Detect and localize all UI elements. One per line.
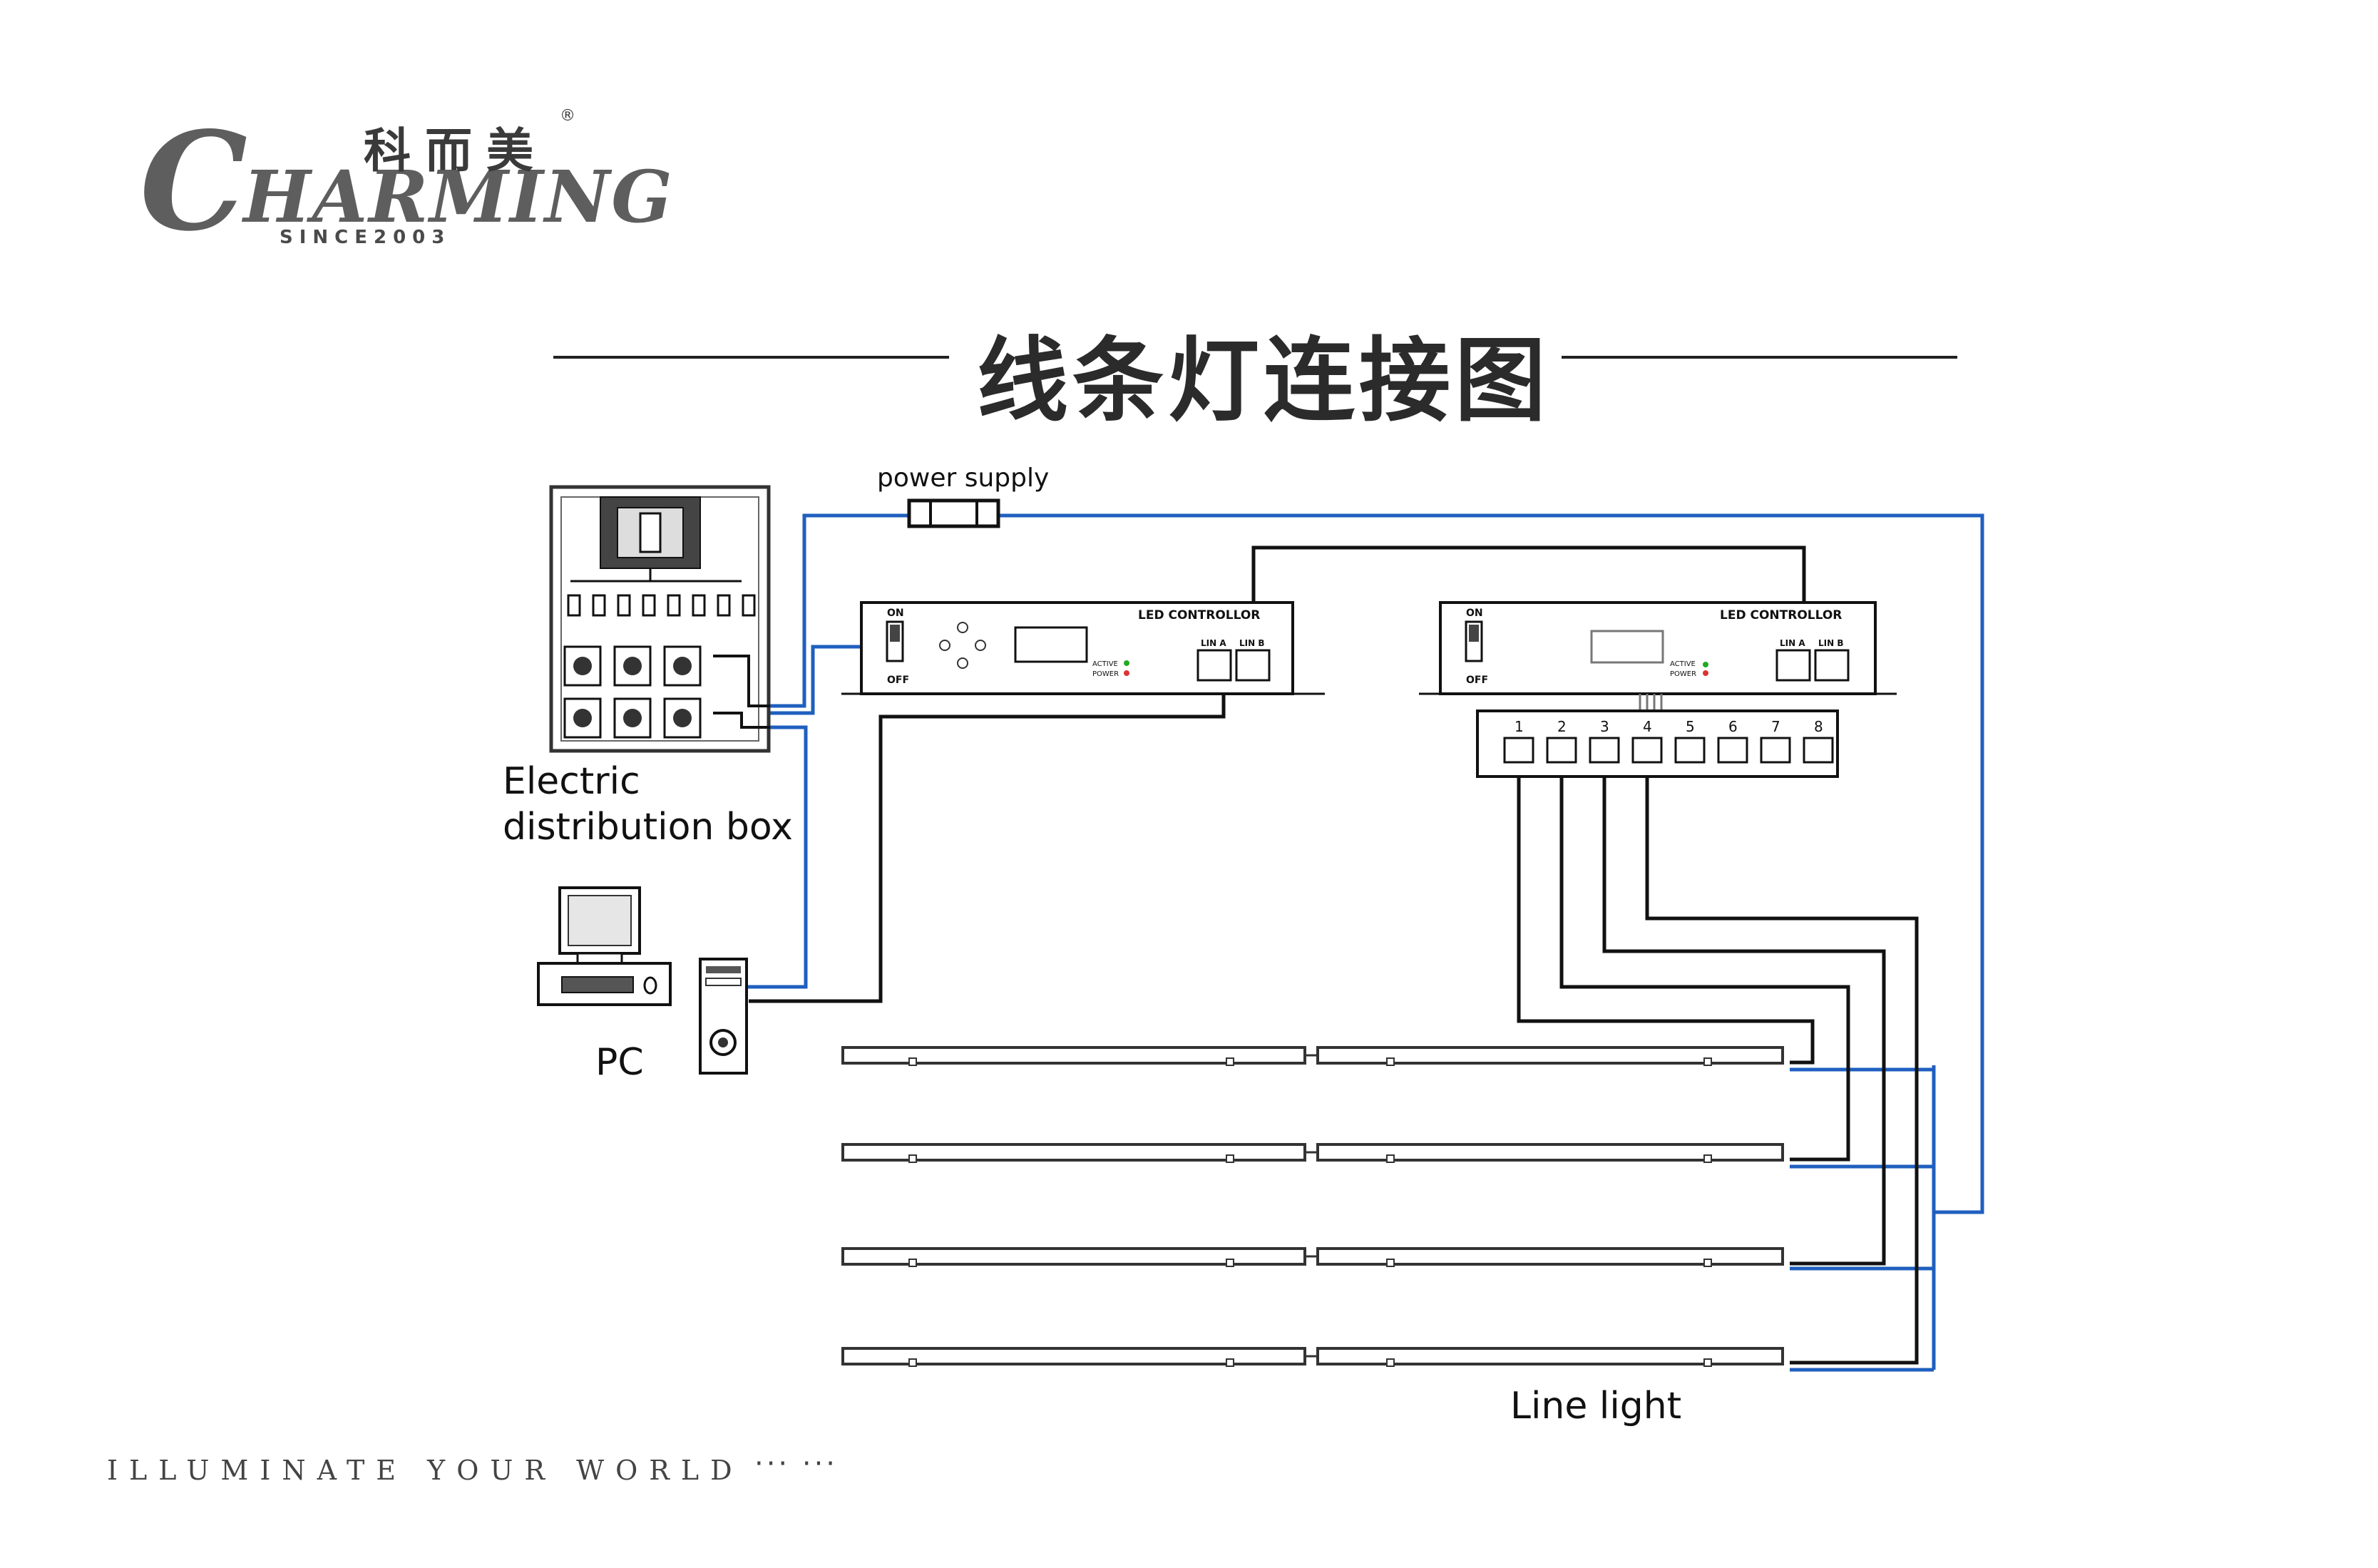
title-rule-left (553, 356, 949, 359)
signal-wire-port1 (1517, 757, 1815, 1065)
registered-mark: ® (560, 107, 575, 125)
line-light-row-3 (841, 1247, 1784, 1267)
splitter-port-1: 1 (1515, 718, 1524, 735)
pc-computer (537, 886, 748, 1075)
line-light-label: Line light (1510, 1385, 1682, 1428)
line-light-row-4 (841, 1347, 1784, 1367)
signal-wire-port4 (1645, 757, 1919, 1365)
controller-b-label: LED CONTROLLOR (1720, 608, 1842, 622)
led-controller-a (841, 601, 1325, 695)
controller-a-on: ON (887, 608, 904, 619)
line-light-row-2 (841, 1143, 1784, 1163)
distribution-box-label-line1: Electric (503, 760, 640, 803)
signal-wire-port2 (1559, 757, 1850, 1162)
controller-a-lin-b: LIN B (1239, 638, 1264, 648)
led-controller-b (1419, 601, 1897, 709)
power-wire-pc (742, 725, 808, 989)
splitter-port-3: 3 (1600, 718, 1609, 735)
controller-b-off: OFF (1466, 675, 1488, 686)
controller-b-active: ACTIVE (1670, 660, 1696, 668)
splitter-port-6: 6 (1728, 718, 1738, 735)
logo-chinese: 科而美 (364, 123, 548, 178)
signal-wire-port3 (1602, 757, 1886, 1266)
logo-since: SINCE2003 (280, 227, 451, 248)
footer-dots: ··· ··· (754, 1447, 839, 1480)
controller-a-power: POWER (1092, 670, 1119, 678)
controller-b-power: POWER (1670, 670, 1696, 678)
controller-b-lin-b: LIN B (1818, 638, 1843, 648)
power-wire-controller (770, 645, 861, 715)
distribution-box (549, 485, 771, 753)
signal-wire-pc (749, 672, 1226, 1003)
splitter-port-4: 4 (1643, 718, 1652, 735)
footer-tagline: ILLUMINATE YOUR WORLD (107, 1455, 744, 1486)
splitter-port-8: 8 (1814, 718, 1823, 735)
controller-b-lin-a: LIN A (1780, 638, 1805, 648)
power-wire-to-bus (998, 513, 1984, 1214)
splitter-port-7: 7 (1771, 718, 1780, 735)
line-lights (841, 1046, 1784, 1367)
splitter-port-5: 5 (1686, 718, 1695, 735)
controller-a-label: LED CONTROLLOR (1138, 608, 1260, 622)
power-wires (742, 513, 1984, 1372)
logo-word-rest: HARMING (243, 155, 674, 239)
device-labels: ON OFF LED CONTROLLOR LIN A LIN B ACTIVE… (887, 608, 1843, 735)
power-supply-label: power supply (877, 463, 1050, 493)
controller-a-off: OFF (887, 675, 909, 686)
controller-a-active: ACTIVE (1092, 660, 1118, 668)
logo-wordmark: CHARMING (140, 114, 674, 250)
logo-initial: C (140, 102, 247, 261)
line-light-row-1 (841, 1046, 1784, 1066)
splitter-port-2: 2 (1557, 718, 1567, 735)
title-rule-right (1562, 356, 1957, 359)
distribution-box-label-line2: distribution box (503, 806, 793, 849)
controller-b-on: ON (1466, 608, 1483, 619)
page-title: 线条灯连接图 (977, 328, 1551, 434)
pc-label: PC (595, 1041, 644, 1084)
power-supply-unit (907, 498, 1000, 528)
signal-splitter (1476, 709, 1839, 778)
power-wire-mains (770, 513, 909, 708)
controller-a-lin-a: LIN A (1201, 638, 1226, 648)
